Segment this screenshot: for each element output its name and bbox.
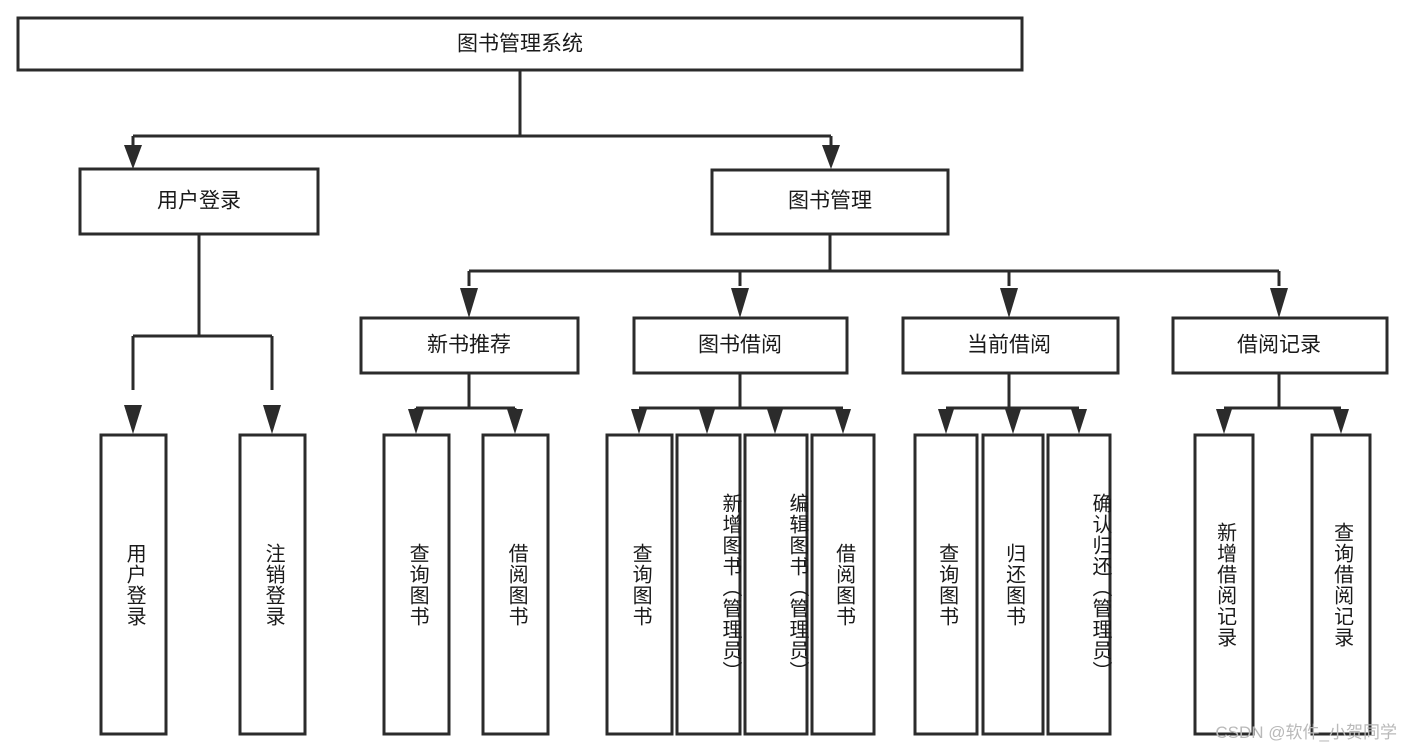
arrow-head-leaf-user-login (124, 405, 142, 434)
arrow-head-book-borrow (731, 288, 749, 318)
arrow-head-user-login (124, 145, 142, 169)
node-new-book-recommend-label: 新书推荐 (427, 334, 511, 357)
arrow-head-bb-leaf-3 (767, 409, 783, 434)
node-borrow-records-box[interactable] (1171, 316, 1389, 375)
leaf-box-cb-query[interactable] (913, 433, 979, 736)
leaf-box-br-query[interactable] (1310, 433, 1372, 736)
leaf-box-bb-add[interactable] (675, 433, 742, 736)
watermark-text: CSDN @软件_小贺同学 (1215, 723, 1397, 742)
node-book-management-label: 图书管理 (788, 190, 872, 213)
leaf-box-cb-confirm[interactable] (1046, 433, 1112, 736)
leaf-box-group (99, 433, 1372, 736)
node-book-borrow-box[interactable] (632, 316, 849, 375)
node-new-book-recommend-box[interactable] (359, 316, 580, 375)
node-root-box[interactable] (16, 16, 1024, 72)
node-current-borrow-box[interactable] (901, 316, 1120, 375)
arrow-head-book-mgmt (822, 145, 840, 169)
node-user-login[interactable]: 用户登录 (78, 167, 320, 236)
node-user-login-label: 用户登录 (157, 190, 241, 213)
leaf-box-user-login[interactable] (99, 433, 168, 736)
node-book-management-box[interactable] (710, 168, 950, 236)
leaf-box-br-add[interactable] (1193, 433, 1255, 736)
arrow-head-cb-leaf-3 (1071, 409, 1087, 434)
leaf-box-bb-borrow[interactable] (810, 433, 876, 736)
node-user-login-box[interactable] (78, 167, 320, 236)
node-borrow-records-label: 借阅记录 (1237, 334, 1321, 357)
arrow-head-current-borrow (1000, 288, 1018, 318)
arrow-head-nb-leaf-1 (408, 409, 424, 434)
arrow-head-borrow-records (1270, 288, 1288, 318)
leaf-box-bb-edit[interactable] (743, 433, 809, 736)
node-current-borrow[interactable]: 当前借阅 (901, 316, 1120, 375)
node-book-borrow[interactable]: 图书借阅 (632, 316, 849, 375)
arrow-head-br-leaf-1 (1216, 409, 1232, 434)
arrow-head-cb-leaf-1 (938, 409, 954, 434)
arrow-head-new-book (460, 288, 478, 318)
arrow-head-bb-leaf-4 (835, 409, 851, 434)
node-root[interactable]: 图书管理系统 (16, 16, 1024, 72)
arrow-head-nb-leaf-2 (507, 409, 523, 434)
leaf-box-nb-query[interactable] (382, 433, 451, 736)
node-book-borrow-label: 图书借阅 (698, 334, 782, 357)
node-current-borrow-label: 当前借阅 (967, 334, 1051, 357)
node-root-label: 图书管理系统 (457, 33, 583, 56)
node-book-management[interactable]: 图书管理 (710, 168, 950, 236)
leaf-box-bb-query[interactable] (605, 433, 674, 736)
arrow-head-bb-leaf-1 (631, 409, 647, 434)
node-new-book-recommend[interactable]: 新书推荐 (359, 316, 580, 375)
leaf-box-cb-return[interactable] (981, 433, 1045, 736)
node-borrow-records[interactable]: 借阅记录 (1171, 316, 1389, 375)
arrow-head-br-leaf-2 (1333, 409, 1349, 434)
leaf-box-nb-borrow[interactable] (481, 433, 550, 736)
arrow-head-leaf-logout (263, 405, 281, 434)
leaf-box-logout[interactable] (238, 433, 307, 736)
arrow-head-cb-leaf-2 (1005, 409, 1021, 434)
connector-group (124, 70, 1349, 434)
arrow-head-bb-leaf-2 (699, 409, 715, 434)
